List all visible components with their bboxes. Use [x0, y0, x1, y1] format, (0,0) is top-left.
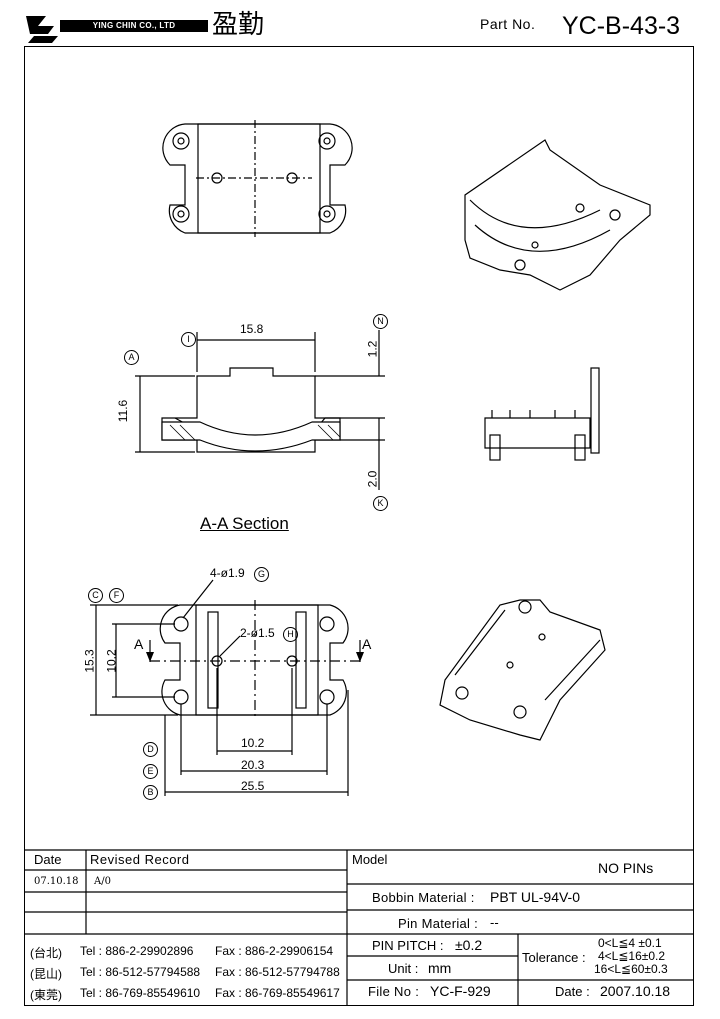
pin-material-label: Pin Material :	[398, 916, 479, 931]
iso-view-top	[464, 139, 651, 291]
file-no-value: YC-F-929	[430, 983, 491, 999]
drawing-frame	[24, 46, 694, 1006]
top-view	[162, 120, 353, 237]
unit-label: Unit :	[388, 961, 419, 976]
header: YING CHIN CO., LTD 盈勤 Part No. YC-B-43-3	[0, 0, 720, 46]
tolerance-row-1: 0<L≦4 ±0.1	[598, 936, 662, 950]
section-title: A-A Section	[200, 514, 289, 533]
contact-fax-2: Fax : 86-769-85549617	[215, 986, 340, 1000]
contact-tel-2: Tel : 86-769-85549610	[80, 986, 201, 1000]
section-arrows	[146, 652, 364, 662]
marker-k: K	[373, 496, 388, 511]
company-name-en: YING CHIN CO., LTD	[60, 20, 208, 32]
contact-loc-1: (昆山)	[30, 967, 62, 981]
marker-n: N	[373, 314, 388, 329]
date-value: 2007.10.18	[600, 983, 671, 999]
marker-f: F	[109, 588, 124, 603]
marker-b: B	[143, 785, 158, 800]
pin-pitch-label: PIN PITCH :	[372, 938, 444, 953]
dim-holes-4: 4-ø1.9	[210, 566, 245, 580]
bottom-view	[90, 579, 362, 796]
tolerance-row-2: 4<L≦16±0.2	[598, 949, 666, 963]
bobbin-material-value: PBT UL-94V-0	[490, 889, 581, 905]
title-block-lines	[24, 849, 694, 1006]
part-no-value: YC-B-43-3	[562, 12, 681, 40]
model-label: Model	[352, 852, 388, 867]
dim-25-5: 25.5	[241, 779, 265, 793]
marker-a: A	[124, 350, 139, 365]
revision-record-header: Revised Record	[90, 852, 190, 867]
contact-loc-0: (台北)	[30, 946, 62, 960]
company-logo: YING CHIN CO., LTD	[24, 14, 208, 44]
marker-d: D	[143, 742, 158, 757]
unit-value: mm	[428, 960, 452, 976]
dim-10-2-vertical: 10.2	[104, 649, 119, 673]
dim-holes-2: 2-ø1.5	[240, 626, 275, 640]
dim-15-8: 15.8	[240, 322, 264, 336]
contact-tel-0: Tel : 886-2-29902896	[80, 944, 194, 958]
marker-e: E	[143, 764, 158, 779]
date-label: Date :	[555, 984, 590, 999]
revision-row-record: A/0	[94, 876, 111, 887]
marker-g: G	[254, 567, 269, 582]
iso-view-bottom	[439, 599, 606, 741]
contact-fax-0: Fax : 886-2-29906154	[215, 944, 334, 958]
side-view	[484, 367, 600, 461]
revision-row-date: 07.10.18	[34, 876, 79, 887]
dim-15-3: 15.3	[82, 649, 97, 673]
section-view	[135, 330, 385, 490]
dim-11-6: 11.6	[116, 399, 131, 423]
model-value: NO PINs	[598, 860, 654, 876]
company-name-cn: 盈勤	[212, 10, 265, 40]
dim-10-2-horizontal: 10.2	[241, 736, 265, 750]
section-arrow-left-label: A	[134, 636, 144, 652]
tolerance-row-3: 16<L≦60±0.3	[594, 962, 668, 976]
contact-fax-1: Fax : 86-512-57794788	[215, 965, 340, 979]
marker-h: H	[283, 627, 298, 642]
pin-pitch-value: ±0.2	[455, 937, 483, 953]
contact-tel-1: Tel : 86-512-57794588	[80, 965, 201, 979]
tolerance-label: Tolerance :	[522, 950, 586, 965]
section-arrow-right-label: A	[362, 636, 372, 652]
dim-2-0: 2.0	[365, 470, 380, 488]
marker-c: C	[88, 588, 103, 603]
dim-20-3: 20.3	[241, 758, 265, 772]
revision-date-header: Date	[34, 852, 62, 867]
pin-material-value: --	[490, 915, 499, 930]
dim-1-2: 1.2	[365, 340, 380, 358]
file-no-label: File No :	[368, 984, 420, 999]
part-no-label: Part No.	[480, 16, 536, 32]
contact-loc-2: (東莞)	[30, 988, 62, 1002]
yc-logo-icon	[26, 16, 58, 43]
bobbin-material-label: Bobbin Material :	[372, 890, 475, 905]
marker-i: I	[181, 332, 196, 347]
